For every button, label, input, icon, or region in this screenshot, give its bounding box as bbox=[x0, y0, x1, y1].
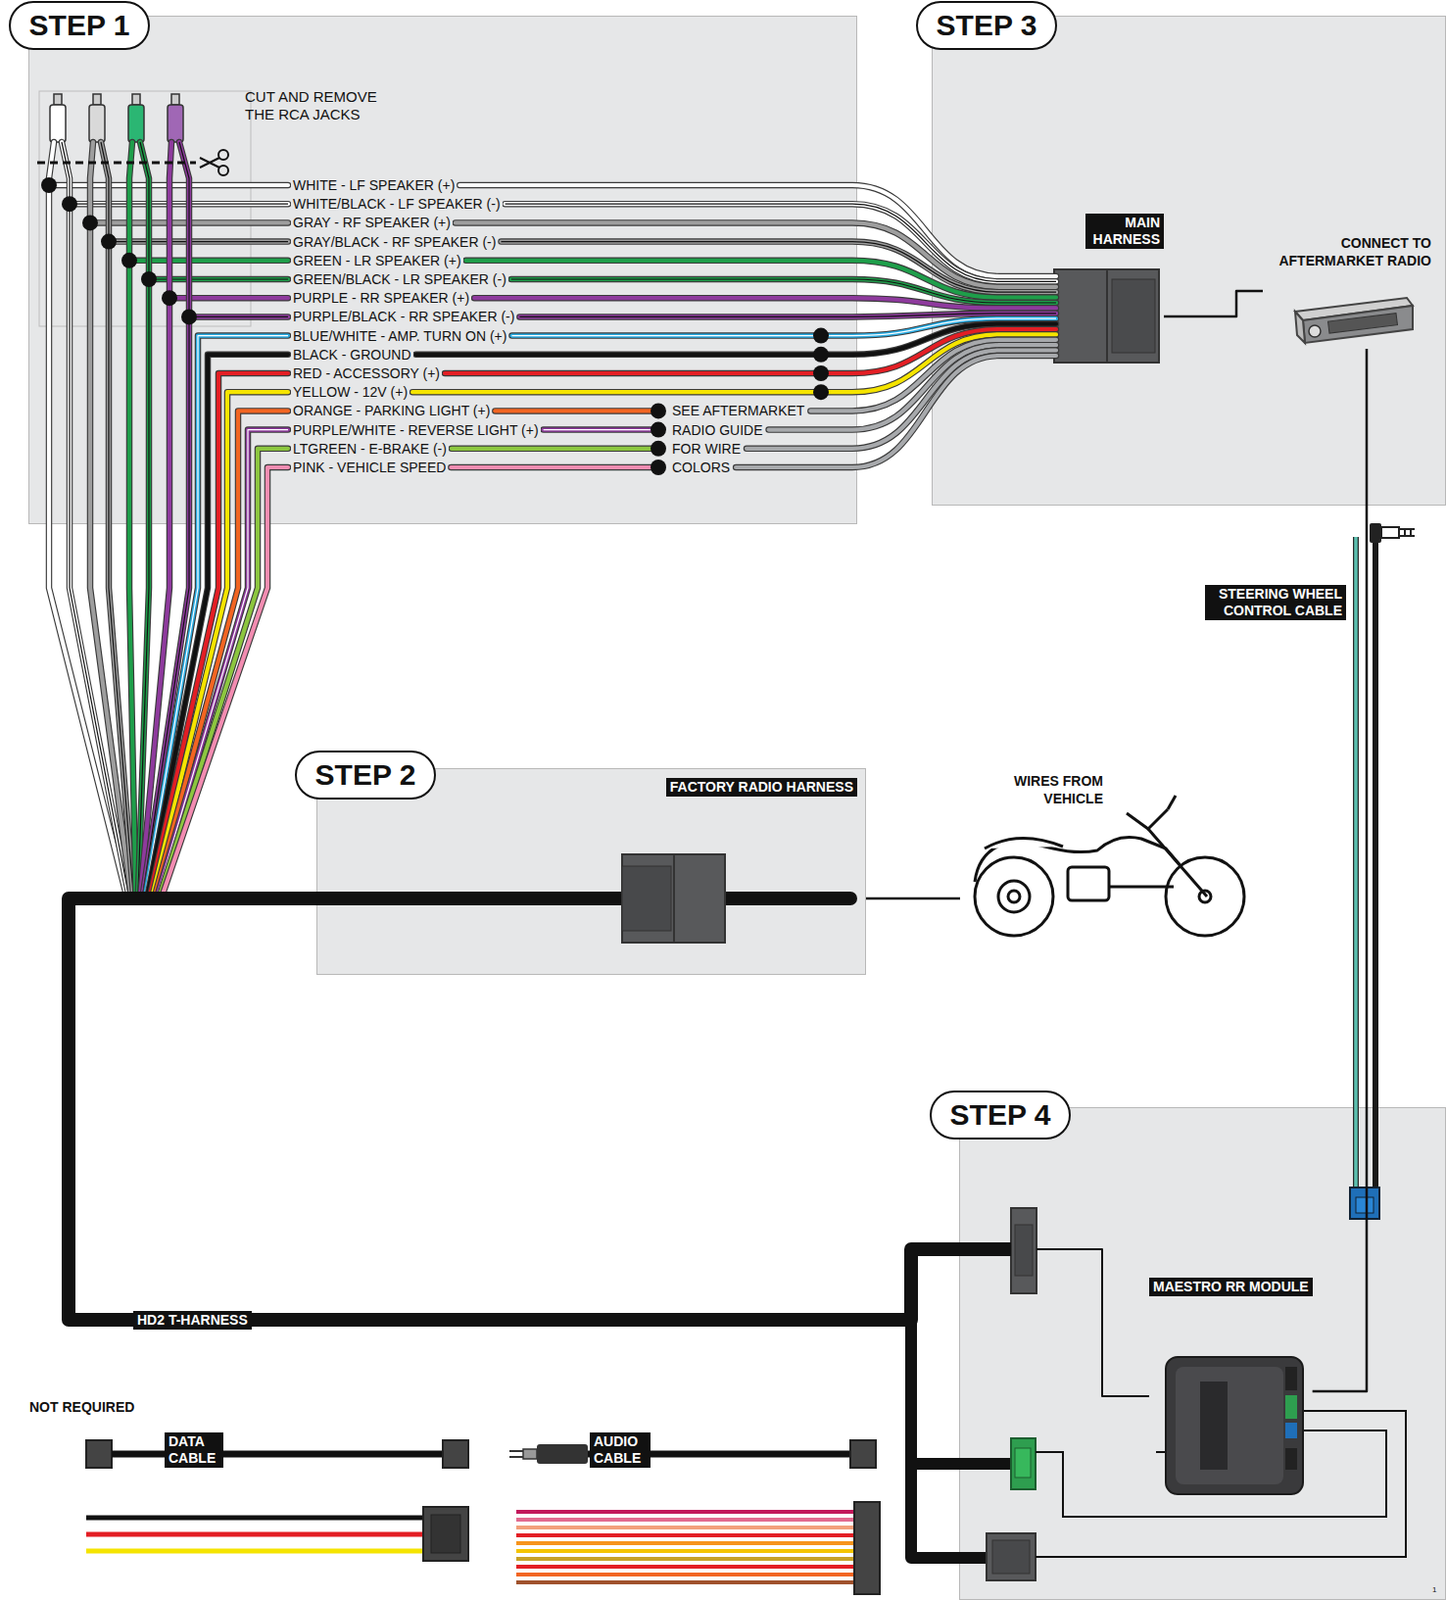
step-heading: STEP 2 bbox=[294, 750, 436, 800]
connector-line bbox=[866, 897, 961, 901]
step-panel: STEP 2FACTORY RADIO HARNESS bbox=[316, 768, 867, 975]
wire-label: GREEN - LR SPEAKER (+) bbox=[290, 251, 464, 270]
cable-label: STEERING WHEEL CONTROL CABLE bbox=[1205, 584, 1347, 621]
connector-line bbox=[1312, 348, 1367, 1392]
wire-label: BLUE/WHITE - AMP. TURN ON (+) bbox=[290, 327, 509, 345]
wire-label: GREEN/BLACK - LR SPEAKER (-) bbox=[290, 270, 509, 289]
page-number: 1 bbox=[1432, 1585, 1437, 1594]
note-text: CUT AND REMOVE THE RCA JACKS bbox=[244, 88, 388, 124]
step-heading: STEP 4 bbox=[929, 1090, 1071, 1140]
wire-label: PURPLE/BLACK - RR SPEAKER (-) bbox=[290, 307, 517, 326]
harness-label: MAIN HARNESS bbox=[1085, 213, 1164, 249]
connector-line bbox=[68, 898, 1012, 1320]
step-heading: STEP 3 bbox=[915, 0, 1058, 50]
vehicle-label: WIRES FROM VEHICLE bbox=[987, 771, 1104, 808]
step-panel: STEP 3MAIN HARNESSCONNECT TO AFTERMARKET… bbox=[931, 15, 1446, 506]
wire-label: ORANGE - PARKING LIGHT (+) bbox=[290, 401, 492, 420]
wire-label: GRAY/BLACK - RF SPEAKER (-) bbox=[290, 233, 498, 251]
wire-connector bbox=[68, 898, 1150, 1397]
wire-label: WHITE/BLACK - LF SPEAKER (-) bbox=[290, 194, 503, 213]
radio-label: CONNECT TO AFTERMARKET RADIO bbox=[1258, 234, 1432, 270]
wire-label: WHITE - LF SPEAKER (+) bbox=[290, 176, 457, 194]
wire-connector bbox=[1163, 290, 1263, 317]
note-text: SEE AFTERMARKET bbox=[670, 401, 807, 420]
wire-label: BLACK - GROUND bbox=[290, 345, 414, 364]
wire-label: LTGREEN - E-BRAKE (-) bbox=[290, 439, 449, 458]
wire-label: GRAY - RF SPEAKER (+) bbox=[290, 213, 453, 232]
wire-label: YELLOW - 12V (+) bbox=[290, 383, 410, 401]
wire-connector bbox=[1312, 348, 1367, 1392]
note-text: RADIO GUIDE bbox=[670, 421, 766, 439]
cable-label: DATA CABLE bbox=[164, 1432, 224, 1468]
harness-label: FACTORY RADIO HARNESS bbox=[666, 777, 858, 797]
wire-label: PURPLE/WHITE - REVERSE LIGHT (+) bbox=[290, 421, 541, 439]
connector-line bbox=[1036, 1249, 1150, 1397]
wire-label: PINK - VEHICLE SPEED bbox=[290, 458, 448, 477]
wire-label: RED - ACCESSORY (+) bbox=[290, 364, 442, 383]
connector-line bbox=[1163, 290, 1263, 317]
cable-label: AUDIO CABLE bbox=[589, 1432, 651, 1468]
module-label: MAESTRO RR MODULE bbox=[1149, 1277, 1313, 1297]
note-text: COLORS bbox=[670, 458, 732, 477]
step-heading: STEP 1 bbox=[8, 0, 150, 50]
wire-connector bbox=[866, 898, 961, 900]
section-label: NOT REQUIRED bbox=[29, 1397, 135, 1416]
note-text: FOR WIRE bbox=[670, 439, 743, 458]
wire-label: PURPLE - RR SPEAKER (+) bbox=[290, 289, 472, 307]
cable-label: HD2 T-HARNESS bbox=[133, 1310, 252, 1330]
